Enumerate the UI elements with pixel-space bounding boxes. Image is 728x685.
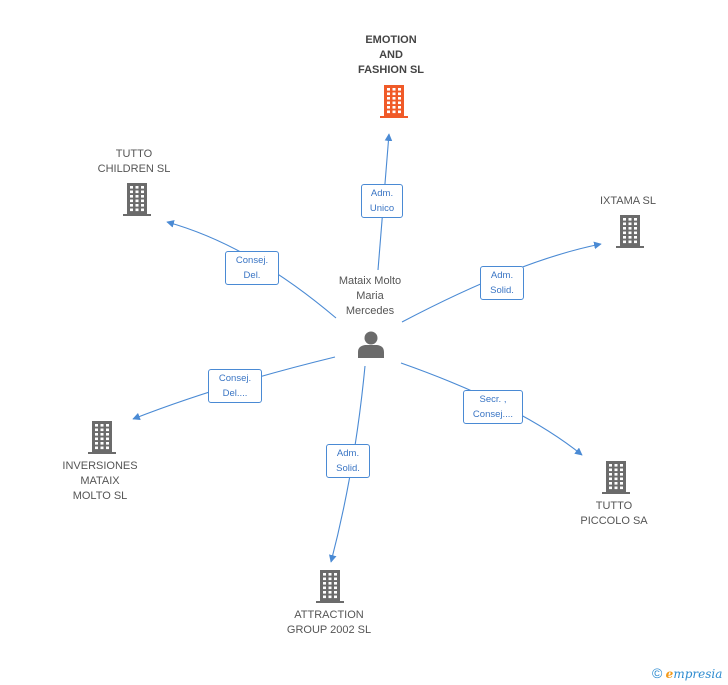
building-icon[interactable]	[614, 213, 646, 254]
edge-label-consej-del-inversiones[interactable]: Consej. Del....	[208, 369, 262, 403]
center-person-name[interactable]: Mataix Molto Maria Mercedes	[338, 275, 402, 317]
company-label-attraction-group[interactable]: ATTRACTION GROUP 2002 SL	[286, 609, 372, 636]
person-icon[interactable]	[357, 330, 385, 363]
empresia-brand[interactable]: © empresia	[652, 665, 722, 681]
building-icon[interactable]	[314, 568, 346, 609]
building-icon[interactable]	[600, 459, 632, 500]
brand-logo-text: mpresia	[673, 667, 723, 681]
edge-label-adm-unico[interactable]: Adm. Unico	[361, 184, 403, 218]
company-label-inversiones-mataix-molto[interactable]: INVERSIONES MATAIX MOLTO SL	[62, 460, 138, 502]
company-label-tutto-children[interactable]: TUTTO CHILDREN SL	[97, 148, 171, 175]
edge-label-consej-del[interactable]: Consej. Del.	[225, 251, 279, 285]
building-icon[interactable]	[378, 83, 410, 124]
brand-logo-e: e	[665, 667, 674, 681]
edge-label-adm-solid-attraction[interactable]: Adm. Solid.	[326, 444, 370, 478]
edge-label-adm-solid-ixtama[interactable]: Adm. Solid.	[480, 266, 524, 300]
company-label-ixtama[interactable]: IXTAMA SL	[599, 195, 657, 207]
company-label-emotion-and-fashion[interactable]: EMOTION AND FASHION SL	[357, 34, 425, 76]
copyright-symbol: ©	[652, 665, 663, 681]
building-icon[interactable]	[86, 419, 118, 460]
building-icon[interactable]	[121, 181, 153, 222]
edge-label-secr-consej[interactable]: Secr. , Consej....	[463, 390, 523, 424]
company-label-tutto-piccolo[interactable]: TUTTO PICCOLO SA	[580, 500, 648, 527]
